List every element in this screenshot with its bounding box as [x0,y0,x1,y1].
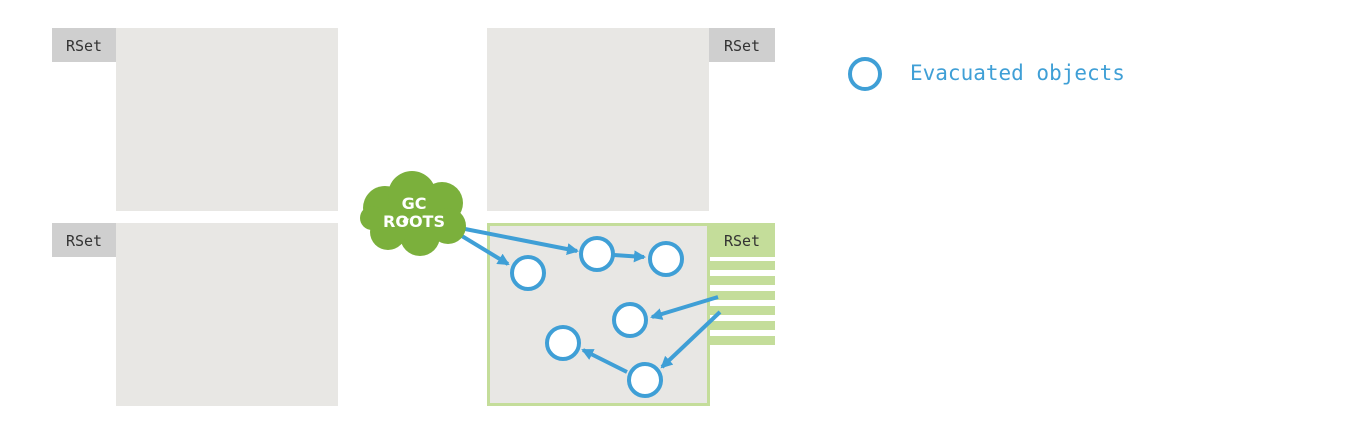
rset-entry [709,261,775,270]
legend-label: Evacuated objects [910,61,1125,85]
rset-entry [709,276,775,285]
object-circle [612,302,648,338]
rset-tag-bottom-left: RSet [52,223,116,257]
object-circle [648,241,684,277]
rset-entries [709,261,775,345]
arrow-rset-to-object-4 [650,295,719,320]
arrow-object-6-to-object-5 [581,348,628,374]
rset-tag-top-right: RSet [709,28,775,62]
rset-entry [709,321,775,330]
arrow-rset-to-object-6 [660,310,722,369]
arrow-root-to-object-2 [459,226,579,255]
legend: Evacuated objects [848,57,1125,91]
object-circle [579,236,615,272]
rset-tag-top-left: RSet [52,28,116,62]
rset-label: RSet [724,232,760,250]
arrow-object-2-to-object-3 [613,250,646,263]
rset-entry [709,336,775,345]
evacuated-objects [510,236,684,398]
region-top-left: RSet [52,28,338,211]
gc-roots-label-line2: ROOTS [383,212,445,231]
rset-label: RSet [66,232,102,250]
rset-label: RSet [724,37,760,55]
rset-tag-collection-set: RSet [709,223,775,257]
region-top-right: RSet [487,28,775,211]
rset-label: RSet [66,37,102,55]
legend-object-icon [848,57,882,91]
rset-entry [709,291,775,300]
object-circle [545,325,581,361]
region-bottom-left: RSet [52,223,338,406]
rset-entry [709,306,775,315]
object-circle [627,362,663,398]
gc-roots-cloud: GC ROOTS [360,171,466,256]
gc-roots-label-line1: GC [402,194,427,213]
object-circle [510,255,546,291]
